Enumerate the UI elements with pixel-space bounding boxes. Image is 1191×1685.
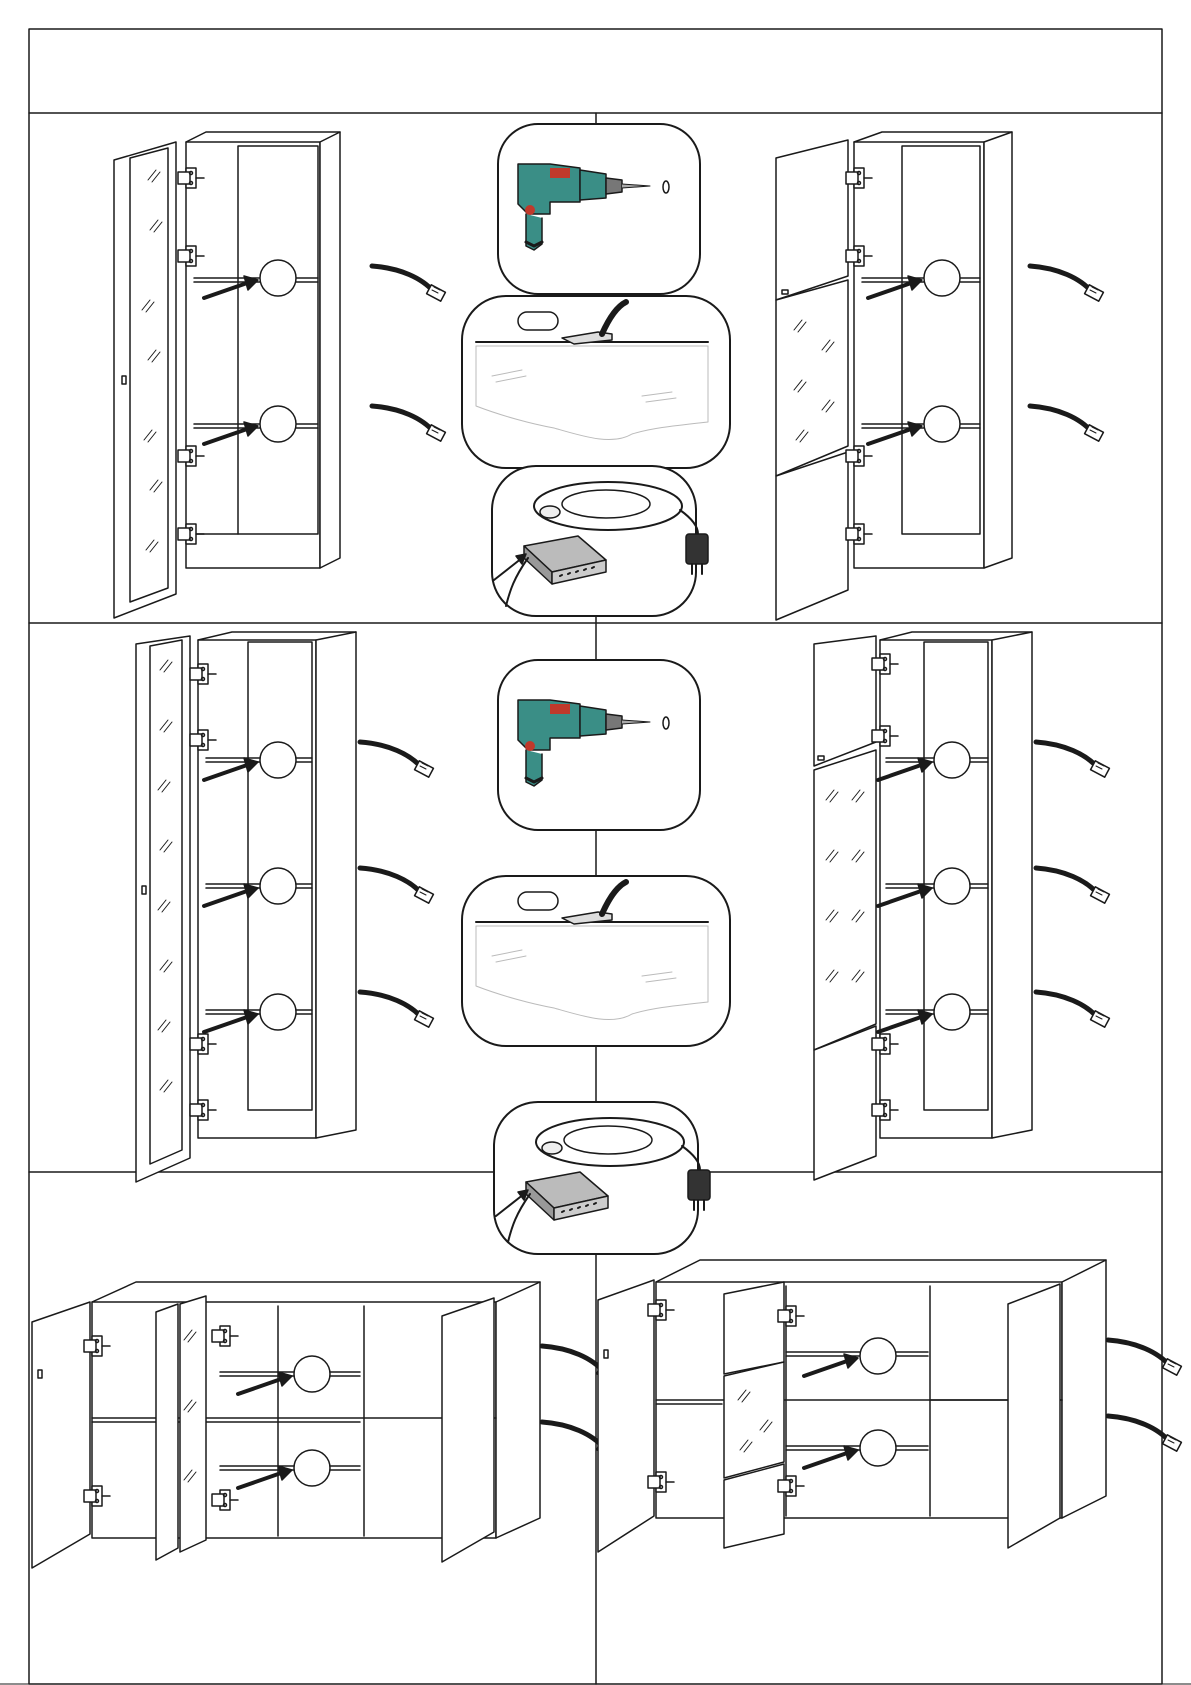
step-spot-light-1 (462, 296, 730, 468)
upper-door (814, 636, 876, 766)
lower-door (814, 1026, 876, 1180)
cable-plug-icon (1108, 1340, 1181, 1375)
step-spot-light-2 (462, 876, 730, 1046)
cable-plug-icon (360, 868, 433, 903)
step-drill-2 (498, 660, 700, 830)
cable-plug-icon (1030, 266, 1103, 301)
cable-plug-icon (360, 742, 433, 777)
lower-door (776, 452, 848, 620)
sideboard-bottom-left (32, 1282, 615, 1568)
cable-plug-icon (1030, 406, 1103, 441)
upper-door (776, 140, 848, 300)
cable-plug-icon (1036, 868, 1109, 903)
left-door (32, 1302, 90, 1568)
cable-plug-icon (1108, 1416, 1181, 1451)
middle-glass-door (814, 750, 876, 1050)
step-power-2 (494, 1102, 710, 1254)
glass-door (724, 1362, 784, 1478)
middle-glass-door (776, 280, 848, 476)
step-power-1 (492, 466, 708, 616)
cable-plug-icon (372, 406, 445, 441)
cabinet-top-right (776, 132, 1103, 620)
step-drill-1 (498, 124, 700, 294)
right-door (442, 1298, 494, 1562)
cabinet-mid-left (136, 632, 433, 1182)
right-door (1008, 1284, 1060, 1548)
glass-door (114, 142, 176, 618)
cable-plug-icon (1036, 992, 1109, 1027)
glass-door (136, 636, 190, 1182)
glass-door (156, 1304, 178, 1560)
sideboard-bottom-right (598, 1260, 1181, 1552)
cable-plug-icon (1036, 742, 1109, 777)
cable-plug-icon (360, 992, 433, 1027)
cabinet-mid-right (814, 632, 1109, 1180)
cabinet-top-left (114, 132, 445, 618)
cable-plug-icon (372, 266, 445, 301)
left-door (598, 1280, 654, 1552)
